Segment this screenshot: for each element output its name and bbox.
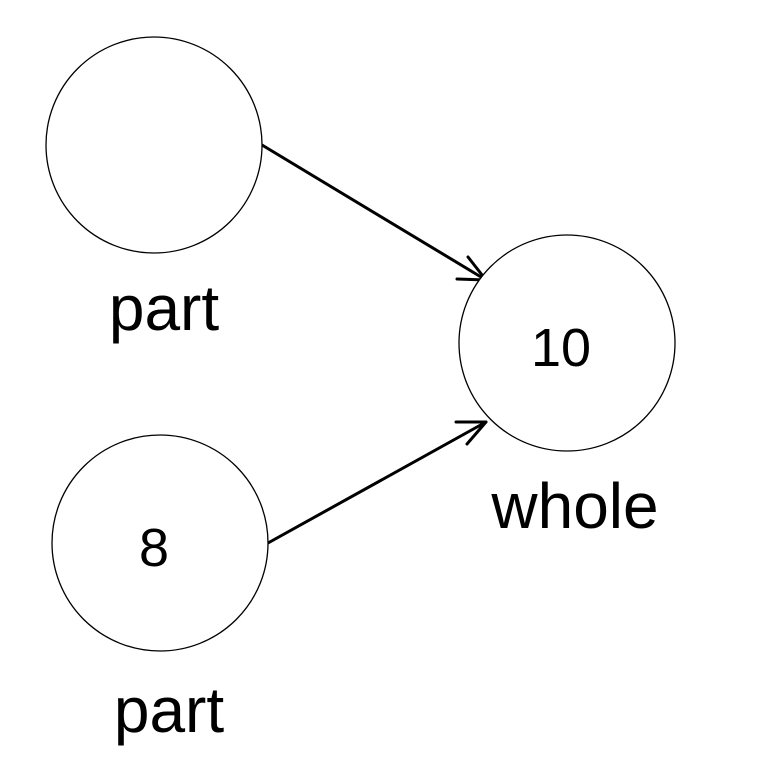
part-label-bottom: part [114, 674, 225, 746]
arrow-top-part-to-whole [260, 143, 488, 282]
part-circle-bottom [51, 434, 269, 652]
arrow-bottom-part-to-whole [266, 420, 488, 545]
part-circle-top [45, 36, 263, 254]
part-value-bottom: 8 [139, 518, 169, 578]
part-node-top: part [45, 36, 263, 344]
whole-node: 10 whole [458, 234, 676, 542]
whole-circle [458, 234, 676, 452]
part-node-bottom: 8 part [51, 434, 269, 746]
part-label-top: part [109, 272, 220, 344]
whole-label: whole [490, 470, 658, 542]
whole-value: 10 [531, 318, 591, 378]
